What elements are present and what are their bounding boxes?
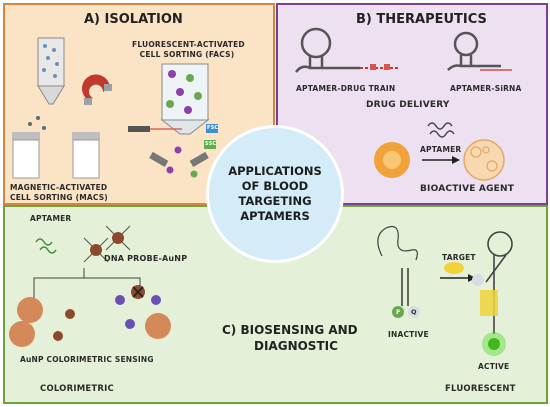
macs-label-line2: CELL SORTING (MACS)	[10, 193, 108, 202]
isolation-title: A) ISOLATION	[84, 12, 183, 27]
dna-probe-label: DNA PROBE-AuNP	[104, 254, 188, 263]
colorimetric-label: COLORIMETRIC	[40, 384, 114, 394]
target-arrow-icon	[440, 262, 476, 282]
drug-train-label: APTAMER-DRUG TRAIN	[296, 84, 396, 93]
facs-label-line1: FLUORESCENT-ACTIVATED	[132, 40, 245, 49]
quencher-label: Q	[411, 308, 417, 316]
center-title-line2: OF BLOOD	[241, 179, 309, 193]
molecular-beacon-active-icon	[472, 231, 513, 356]
facs-column-icon	[160, 63, 210, 135]
active-label: ACTIVE	[478, 362, 510, 371]
macs-column-icon	[28, 37, 65, 130]
drug-delivery-label: DRUG DELIVERY	[366, 100, 450, 110]
aptamer-sirna-icon	[447, 31, 512, 71]
dispersed-aunp-icon	[9, 297, 75, 347]
biosensing-title-line1: C) BIOSENSING AND	[222, 323, 358, 337]
facs-label-line2: CELL SORTING (FACS)	[139, 50, 235, 59]
fluorophore-label: F	[396, 308, 401, 316]
deflection-plates-icon	[149, 146, 209, 178]
aunp-probe-icon	[83, 225, 131, 263]
macs-tube-icon	[12, 132, 100, 179]
detector-icon	[204, 124, 218, 149]
aptamer-strand-icon	[427, 122, 455, 138]
aptamer-strands-icon	[35, 238, 57, 254]
center-title-line4: APTAMERS	[240, 209, 310, 223]
center-title-circle: APPLICATIONS OF BLOOD TARGETING APTAMERS	[206, 125, 344, 263]
aggregated-aunp-icon	[115, 285, 171, 339]
center-title-line1: APPLICATIONS	[228, 164, 322, 178]
aptamer-drug-train-icon	[295, 27, 400, 73]
target-label: TARGET	[442, 253, 476, 262]
molecular-beacon-inactive-icon	[377, 225, 420, 318]
sirna-label: APTAMER-SiRNA	[450, 84, 522, 93]
fluorescent-label: FLUORESCENT	[445, 384, 516, 394]
center-title: APPLICATIONS OF BLOOD TARGETING APTAMERS	[228, 164, 322, 224]
cell-icon	[374, 142, 410, 178]
aunp-sensing-label: AuNP COLORIMETRIC SENSING	[20, 355, 154, 364]
magnet-icon	[82, 74, 112, 105]
fsc-label: FSC	[207, 125, 219, 131]
branch-lines-icon	[33, 268, 141, 298]
ssc-label: SSC	[205, 141, 217, 147]
biosensing-title-line2: DIAGNOSTIC	[254, 339, 338, 353]
aptamer-label-b: APTAMER	[420, 145, 462, 154]
arrow-icon	[422, 156, 460, 164]
laser-icon	[128, 126, 182, 132]
inactive-label: INACTIVE	[388, 330, 429, 339]
macs-label-line1: MAGNETIC-ACTIVATED	[10, 183, 108, 192]
bioactive-agent-icon	[463, 139, 505, 181]
aptamer-label-c: APTAMER	[30, 214, 72, 223]
bioactive-label: BIOACTIVE AGENT	[420, 184, 515, 194]
therapeutics-title: B) THERAPEUTICS	[356, 12, 487, 27]
center-title-line3: TARGETING	[238, 194, 312, 208]
